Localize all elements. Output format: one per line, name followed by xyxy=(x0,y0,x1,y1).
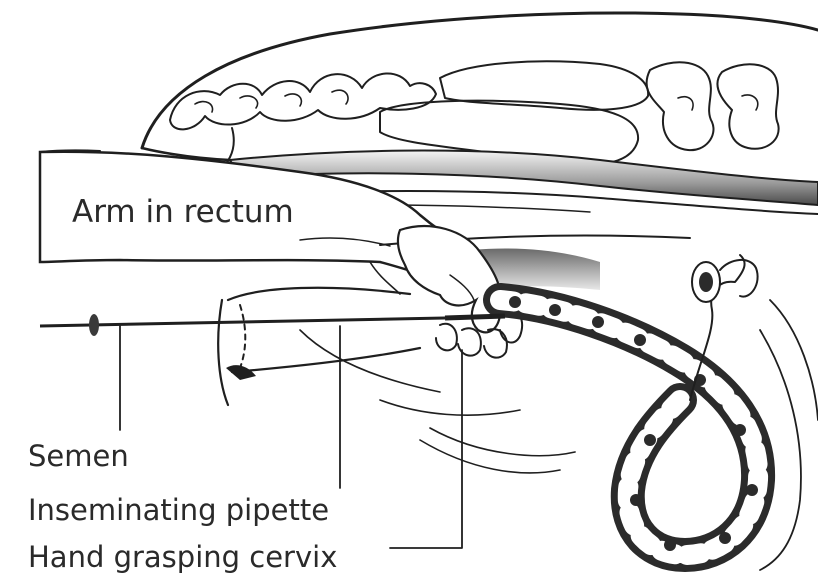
label-hand-grasping-cervix: Hand grasping cervix xyxy=(28,540,337,574)
uterine-tract xyxy=(500,296,818,570)
label-inseminating-pipette: Inseminating pipette xyxy=(28,493,329,527)
inseminating-pipette xyxy=(40,314,505,336)
label-arm-in-rectum: Arm in rectum xyxy=(72,194,294,230)
label-semen: Semen xyxy=(28,439,129,473)
